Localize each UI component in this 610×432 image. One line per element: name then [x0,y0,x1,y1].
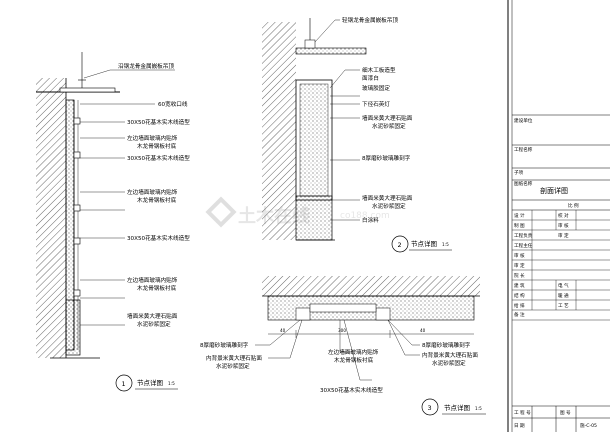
tb-drawing-no-label: 图 号 [560,410,571,416]
d1-label-13: 水泥砂浆固定 [137,320,171,328]
d1-label-4: 左边墙面玻璃内贴饰 [127,134,178,142]
staff-cell: 制 图 [514,222,525,229]
discipline-cell: 电 气 [558,282,569,289]
staff-cell: 院 长 [514,272,525,279]
tb-scale-label: 比 例 [568,202,579,209]
d1-label-3: 30X50花基木实木线造型 [127,118,190,126]
detail-3: 300 40 40 8厚磨砂玻璃雕刻字 内背景米黄大理石贴面 水泥砂浆固定 左边… [200,276,486,416]
d1-label-6: 30X50花基木实木线造型 [127,154,190,162]
d1-label-1: 沿钢龙骨金属嵌板吊顶 [118,62,174,70]
d3-dim-2: 40 [280,328,286,333]
d3-label-7: 内背景米黄大理石贴面 [422,351,478,359]
staff-cell: 校 对 [558,212,569,219]
tb-drawing-name: 剖面详图 [540,186,568,195]
staff-cell: 审 核 [558,222,569,229]
d3-label-5: 木龙骨钢板衬底 [334,356,374,364]
discipline-cell: 给 排 [514,302,525,309]
d1-label-12: 墙面米黄大理石贴面 [127,312,178,320]
staff-cell: 审 核 [514,252,525,259]
staff-cell: 设 计 [514,212,525,219]
staff-cell: 审 定 [558,232,569,239]
d3-caption: 节点详图 [444,403,470,412]
tb-row-4: 图纸名称 [514,180,533,187]
d1-label-11: 木龙骨钢板衬底 [137,284,177,292]
discipline-cell: 建 筑 [514,282,525,289]
d2-label-5: 下径石英灯 [362,100,390,108]
d3-label-8: 水泥砂浆固定 [432,359,466,367]
staff-cell: 工程负责 [514,232,533,239]
d3-label-3: 水泥砂浆固定 [216,362,250,370]
staff-cell: 工程主任 [514,242,533,249]
title-block: 建设单位 工程名称 子项 图纸名称 剖面详图 比 例 设 计校 对制 图审 核工… [507,0,610,432]
d1-scale: 1:5 [168,381,175,386]
d2-label-7: 水泥砂浆固定 [372,122,406,130]
tb-row-1: 建设单位 [514,117,533,124]
d1-label-8: 木龙骨钢板衬底 [137,196,177,204]
d2-caption: 节点详图 [411,239,437,248]
d3-scale: 1:5 [475,406,482,411]
detail-2: 轻钢龙骨金属嵌板吊顶 细木工板造型 面漆白 玻璃胶固定 下径石英灯 墙面米黄大理… [262,16,452,253]
d1-label-7: 左边墙面玻璃内贴饰 [127,188,178,196]
tb-date-label: 日 期 [514,423,525,429]
tb-row-3: 子项 [514,169,524,176]
staff-cell: 审 定 [514,262,525,269]
watermark-sub: co188.com [340,211,390,221]
tb-remark: 备 注 [514,311,525,318]
d3-dim-3: 40 [420,328,426,333]
d2-scale: 1:5 [442,242,449,247]
d2-label-9: 墙面米黄大理石贴面 [362,194,413,202]
d2-label-6: 墙面米黄大理石贴面 [362,114,413,122]
d1-label-10: 左边墙面玻璃内贴饰 [127,276,178,284]
d2-label-3: 面漆白 [362,74,379,82]
watermark-text: 土木在线 [238,205,310,227]
watermark: 土木在线 co188.com [205,196,390,228]
d2-label-11: 白涂料 [362,216,379,224]
staff-rows: 设 计校 对制 图审 核工程负责审 定工程主任审 核审 定院 长 [514,212,569,279]
d3-number: 3 [428,404,432,412]
discipline-cell: 暖 通 [558,292,569,299]
d3-label-9: 30X50花基木实木线造型 [320,386,383,394]
d3-label-4: 左边墙面玻璃内贴饰 [328,348,379,356]
d2-label-8: 8厚磨砂玻璃雕刻字 [362,154,411,162]
d1-label-9: 30X50花基木实木线造型 [127,234,190,242]
discipline-rows: 建 筑 电 气结 构 暖 通给 排 工 艺 [514,282,569,309]
tb-row-2: 工程名称 [514,146,533,153]
d3-dim-1: 300 [338,328,346,333]
detail-1: 沿钢龙骨金属嵌板吊顶 60宽收口线 30X50花基木实木线造型 左边墙面玻璃内贴… [36,52,190,392]
tb-project-no-label: 工 程 号 [514,409,531,416]
tb-drawing-no: 施-C-05 [580,422,597,429]
d2-number: 2 [398,241,402,249]
d1-caption: 节点详图 [137,378,163,387]
discipline-cell: 工 艺 [558,303,569,309]
d2-label-10: 水泥砂浆固定 [372,202,406,210]
d3-label-1: 8厚磨砂玻璃雕刻字 [200,341,249,349]
d2-label-4: 玻璃胶固定 [362,84,390,92]
floor-hatch [262,276,480,296]
d3-label-6: 8厚磨砂玻璃雕刻字 [422,341,471,349]
d2-label-1: 轻钢龙骨金属嵌板吊顶 [342,16,398,24]
wall-hatch-2 [262,22,296,240]
d1-label-5: 木龙骨钢板衬底 [137,142,177,150]
d1-label-2: 60宽收口线 [158,100,188,108]
d2-label-2: 细木工板造型 [362,66,396,74]
d3-label-2: 内背景米黄大理石贴面 [206,354,262,362]
wall-hatch [36,78,66,358]
d1-number: 1 [122,380,126,388]
discipline-cell: 结 构 [514,292,525,299]
